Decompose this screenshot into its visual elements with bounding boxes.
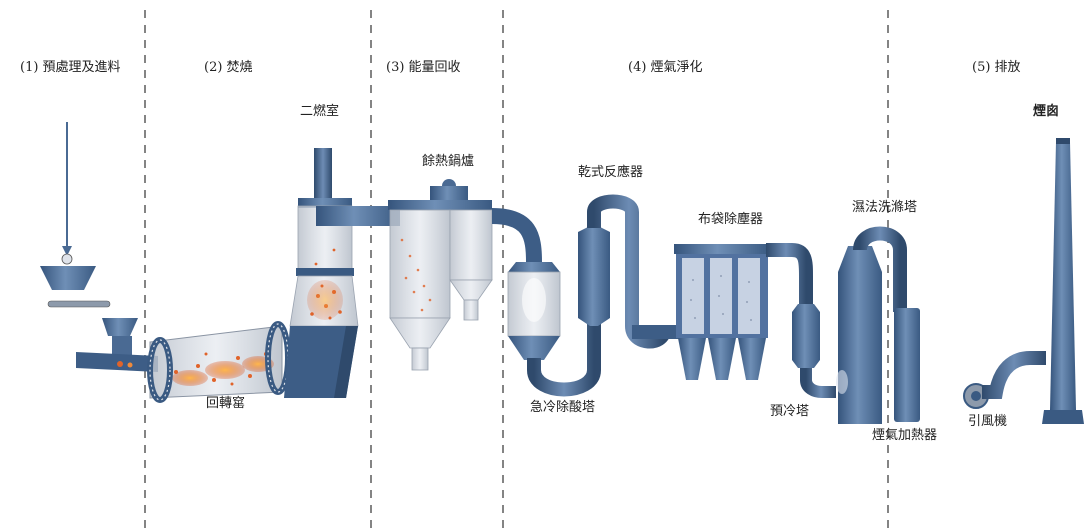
label-flue-gas-heater: 煙氣加熱器: [872, 428, 938, 443]
bag-filter: [674, 244, 770, 380]
chimney: [1042, 138, 1084, 424]
precooling-tower: [792, 304, 836, 398]
quench-tower: [507, 262, 561, 360]
rotary-kiln: [147, 321, 291, 403]
duct-boiler-quench: [491, 208, 542, 263]
pipe-baghouse-precool: [766, 243, 813, 308]
wet-scrubber: [836, 226, 907, 424]
stage-label-emission: (5) 排放: [972, 60, 1021, 75]
label-secondary-chamber: 二燃室: [300, 104, 340, 119]
feed-crane: [61, 122, 73, 265]
label-dry-reactor: 乾式反應器: [578, 165, 644, 180]
label-bag-filter: 布袋除塵器: [698, 212, 764, 227]
flue-gas-heater: [894, 308, 920, 422]
label-induced-fan: 引風機: [968, 414, 1008, 429]
label-quench-tower: 急冷除酸塔: [530, 400, 596, 415]
duct-chamber-boiler: [316, 206, 400, 226]
secondary-chamber: [284, 148, 359, 398]
feed-hopper: [40, 266, 111, 308]
pipe-quench-reactor: [527, 320, 601, 397]
feed-chute: [76, 318, 158, 372]
stage-dividers: [144, 10, 889, 530]
label-precooling-tower: 預冷塔: [770, 404, 810, 419]
stage-label-flue-gas-treatment: (4) 煙氣淨化: [628, 60, 703, 75]
stage-label-incineration: (2) 焚燒: [204, 60, 253, 75]
waste-heat-boiler: [388, 179, 493, 371]
induced-fan: [963, 351, 1046, 409]
label-wet-scrubber: 濕法洗滌塔: [852, 200, 918, 215]
stage-label-pretreatment: (1) 預處理及進料: [20, 60, 121, 75]
dry-reactor: [578, 194, 671, 349]
label-chimney: 煙囪: [1033, 104, 1060, 119]
label-waste-heat-boiler: 餘熱鍋爐: [422, 154, 475, 169]
stage-label-energy-recovery: (3) 能量回收: [386, 60, 461, 75]
label-rotary-kiln: 回轉窰: [206, 396, 246, 411]
